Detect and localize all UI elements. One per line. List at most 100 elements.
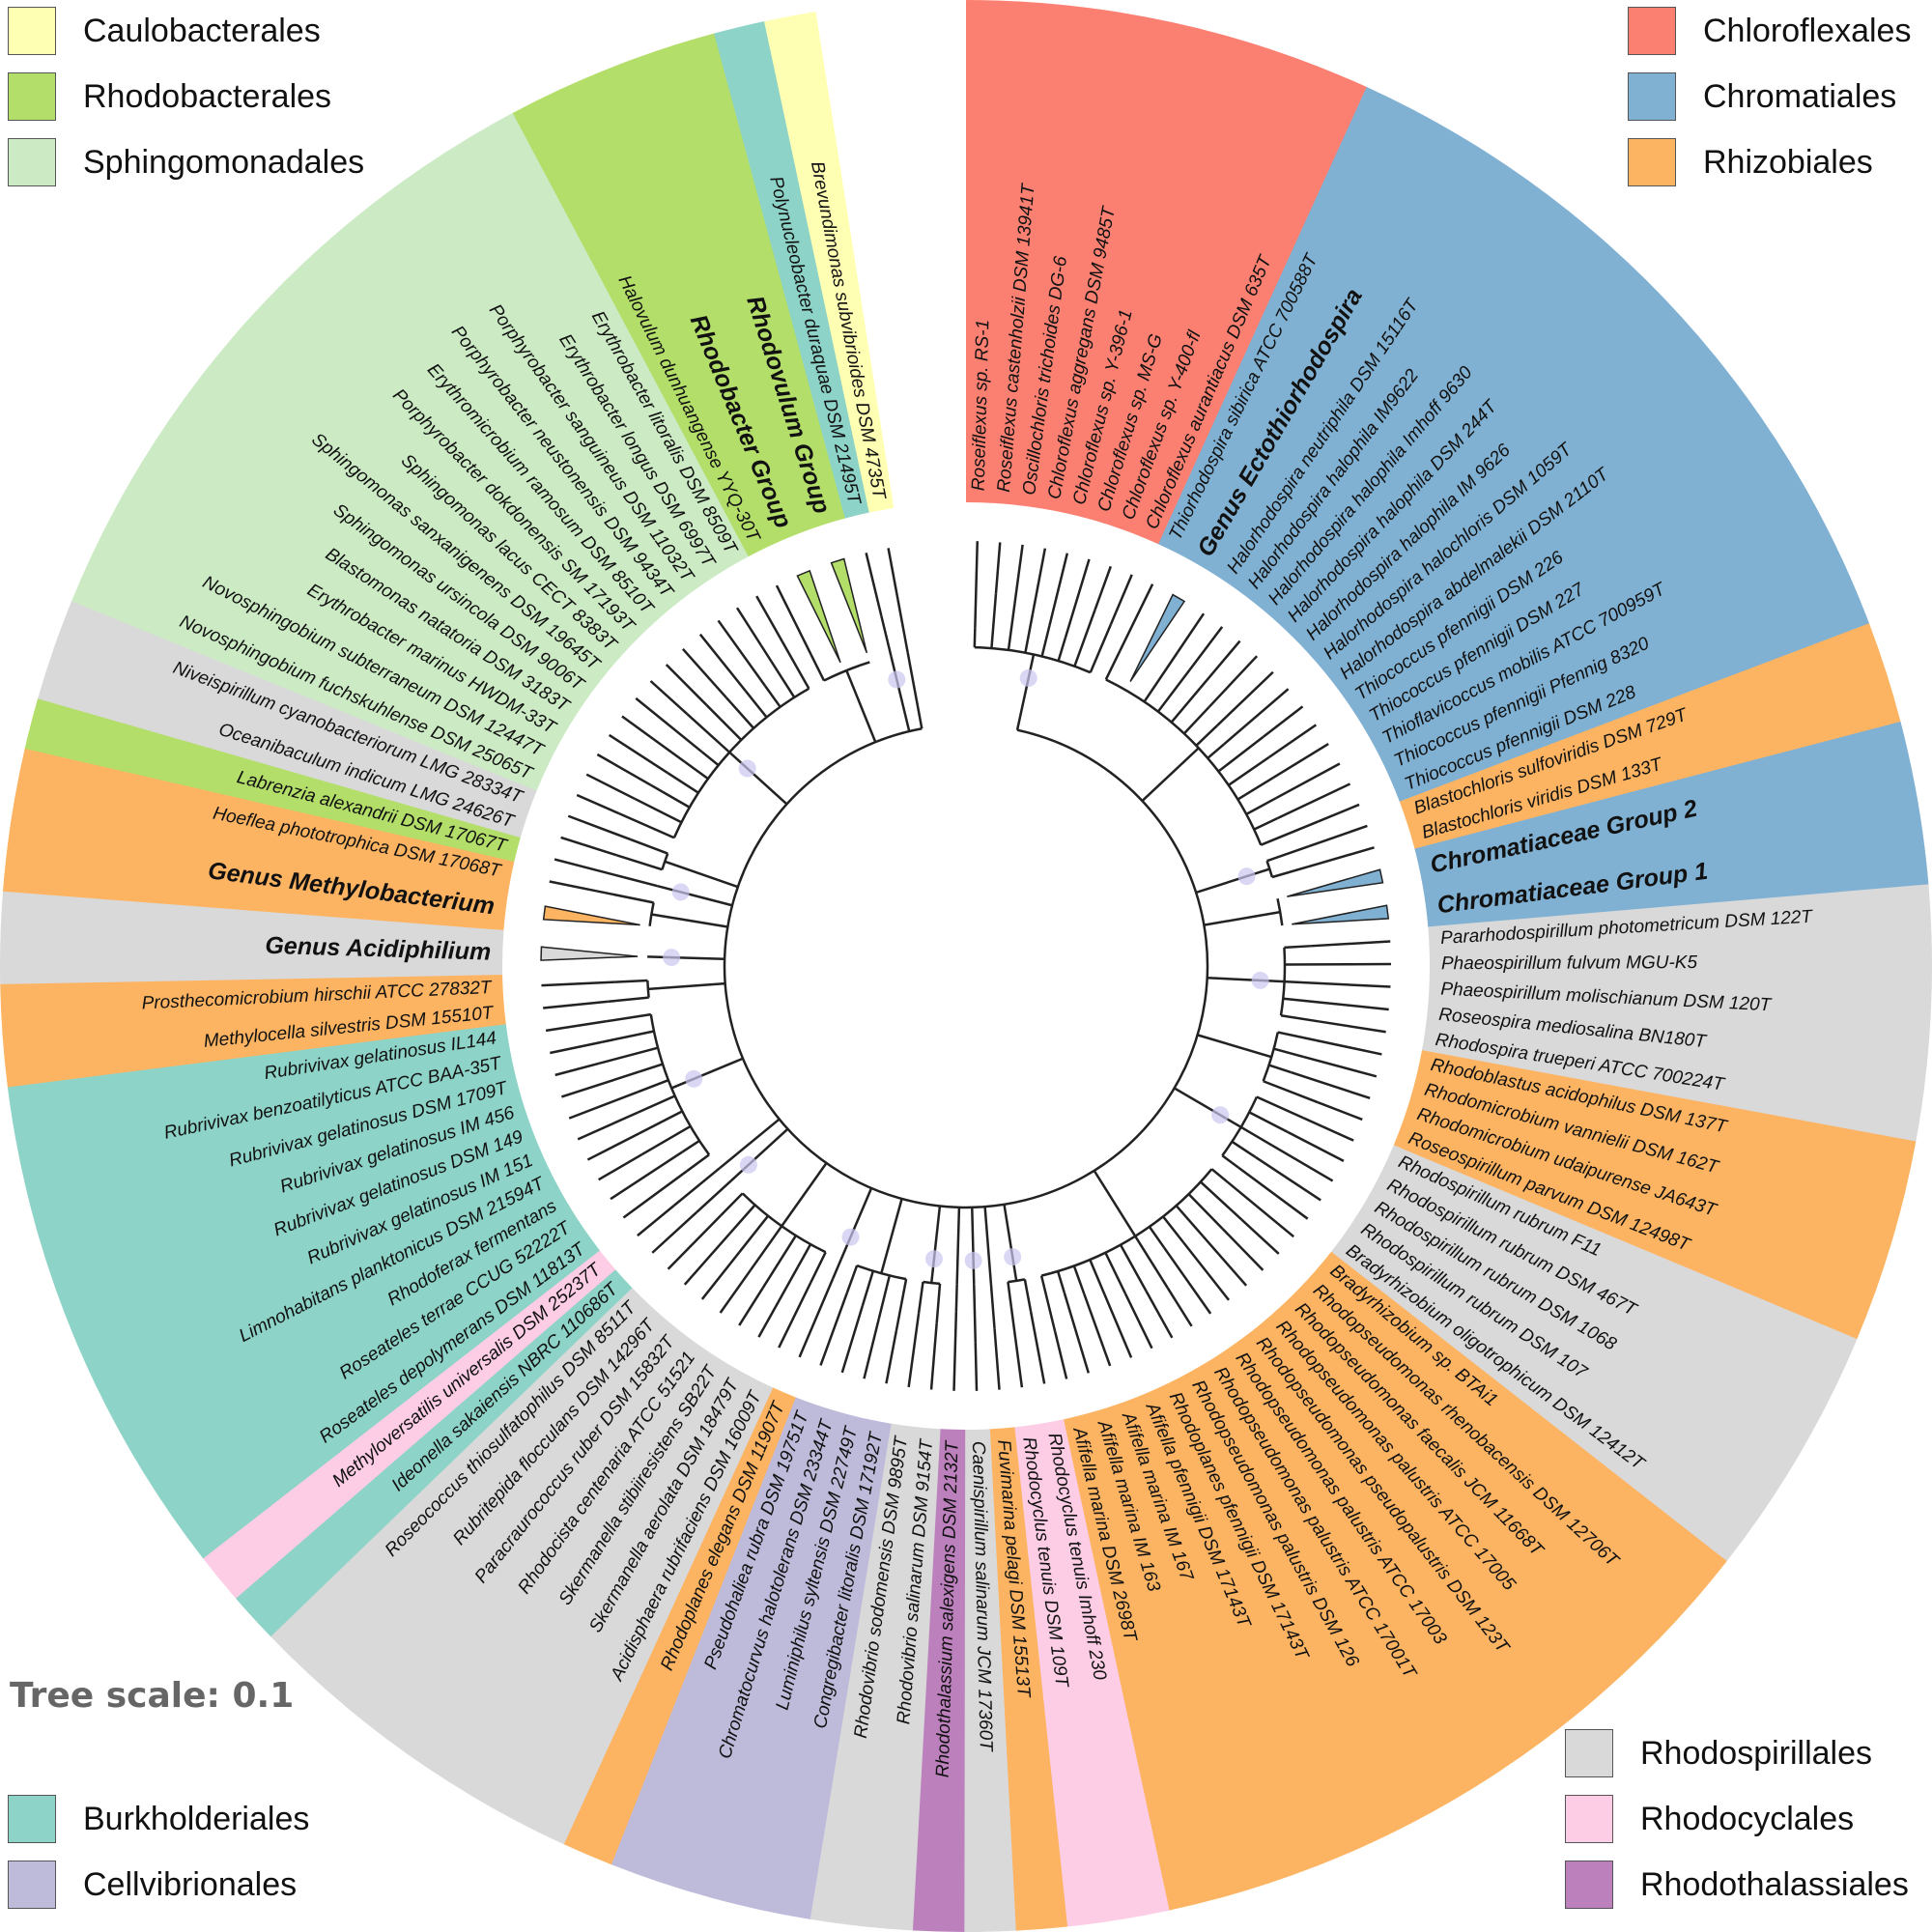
- internal-branch: [637, 1094, 676, 1114]
- internal-branch: [1119, 1244, 1148, 1293]
- order-sector: [1425, 1001, 1930, 1092]
- leaf-branch: [798, 1278, 835, 1358]
- leaf-branch: [1094, 565, 1113, 611]
- leaf-branch: [598, 1152, 643, 1181]
- internal-branch: [896, 599, 909, 653]
- leaf-branch: [1338, 982, 1391, 988]
- order-sector: [172, 1230, 600, 1559]
- internal-branch: [781, 640, 810, 690]
- internal-branch: [700, 751, 720, 767]
- legend-swatch: [1628, 72, 1676, 121]
- clade-stem: [839, 1187, 873, 1261]
- internal-branch: [1143, 651, 1179, 703]
- order-sector: [611, 1397, 819, 1883]
- order-sector: [1039, 12, 1173, 514]
- internal-branch: [1148, 1226, 1165, 1248]
- leaf-branch: [1177, 612, 1206, 653]
- legend-swatch: [1628, 138, 1676, 186]
- order-sector: [1214, 151, 1528, 589]
- order-sector: [1340, 396, 1776, 714]
- internal-branch: [1245, 797, 1277, 815]
- legend-item: Rhodothalassiales: [1565, 1859, 1909, 1911]
- leaf-branch: [1202, 1235, 1248, 1287]
- order-sector: [1354, 439, 1804, 735]
- leaf-branch: [608, 733, 668, 775]
- internal-branch: [1187, 1193, 1224, 1230]
- leaf-branch: [1275, 762, 1341, 800]
- internal-branch: [1256, 1095, 1304, 1120]
- bootstrap-markers: [663, 668, 1269, 1269]
- internal-branch: [596, 890, 654, 904]
- order-sector: [428, 1350, 729, 1797]
- legend-item: Burkholderiales: [8, 1793, 309, 1845]
- internal-branch: [1007, 1281, 1013, 1308]
- leaf-branch: [1166, 1287, 1193, 1327]
- order-sector: [345, 1321, 689, 1740]
- bootstrap-marker: [685, 1069, 703, 1088]
- order-sector: [1292, 279, 1683, 655]
- internal-branch: [1210, 1168, 1229, 1183]
- legend-label: Caulobacterales: [83, 12, 321, 49]
- bootstrap-marker: [671, 883, 690, 901]
- internal-branch: [1089, 623, 1113, 673]
- internal-branch: [618, 812, 675, 839]
- order-sector: [38, 648, 528, 838]
- clade-stem: [1141, 747, 1200, 802]
- order-sector: [7, 1023, 510, 1139]
- order-sector: [1429, 935, 1932, 989]
- internal-branch: [877, 1275, 892, 1320]
- order-sector: [809, 1423, 916, 1927]
- order-sector: [1135, 67, 1368, 545]
- leaf-branch: [681, 648, 727, 698]
- bootstrap-marker: [1211, 1106, 1230, 1124]
- internal-branch: [1263, 1080, 1320, 1104]
- leaf-branch: [1319, 1020, 1386, 1034]
- leaf-branch: [1240, 1218, 1280, 1255]
- order-sector: [2, 798, 510, 930]
- clade-stem: [1195, 867, 1270, 895]
- internal-branch: [1207, 743, 1225, 759]
- legend-label: Burkholderiales: [83, 1800, 310, 1837]
- order-sector: [1262, 1306, 1623, 1710]
- leaf-branch: [1188, 626, 1224, 671]
- leaf-branch: [757, 1266, 799, 1338]
- leaf-branch: [1199, 639, 1241, 690]
- leaf-branch: [840, 1305, 864, 1374]
- legend-swatch: [8, 1861, 56, 1909]
- internal-branch: [1104, 650, 1122, 681]
- collapsed-clade-triangle: [830, 557, 868, 654]
- internal-branch: [763, 685, 781, 708]
- internal-branch: [759, 644, 796, 698]
- order-sector: [1235, 180, 1570, 605]
- legend-swatch: [1565, 1729, 1613, 1777]
- leaf-branch: [1318, 803, 1360, 823]
- leaf-branch: [738, 1287, 764, 1326]
- leaf-branch: [735, 607, 762, 646]
- leaf-branch: [635, 696, 703, 753]
- order-sector: [341, 195, 687, 612]
- order-sector: [306, 1304, 669, 1708]
- internal-branch: [614, 979, 648, 983]
- leaf-branch: [1145, 1291, 1174, 1339]
- internal-branch: [1271, 866, 1308, 879]
- leaf-branch: [1277, 782, 1351, 820]
- clade-arc: [823, 661, 870, 682]
- leaf-branch: [1302, 1117, 1354, 1142]
- order-sector: [235, 1268, 633, 1637]
- leaf-branch: [952, 1311, 958, 1391]
- internal-branch: [796, 1243, 812, 1268]
- leaf-branch: [541, 980, 615, 987]
- bootstrap-marker: [1019, 668, 1037, 687]
- order-sector: [1274, 243, 1647, 638]
- leaf-branch: [819, 1292, 849, 1366]
- order-sector: [1014, 1423, 1120, 1927]
- leaf-branch: [1031, 548, 1047, 614]
- internal-branch: [1248, 1111, 1289, 1134]
- clade-stem: [728, 751, 788, 806]
- bootstrap-marker: [964, 1251, 982, 1269]
- clade-arc: [1040, 1168, 1213, 1277]
- leaf-branch: [929, 1322, 938, 1390]
- order-sector: [659, 1406, 843, 1898]
- leaf-branch: [1208, 655, 1259, 708]
